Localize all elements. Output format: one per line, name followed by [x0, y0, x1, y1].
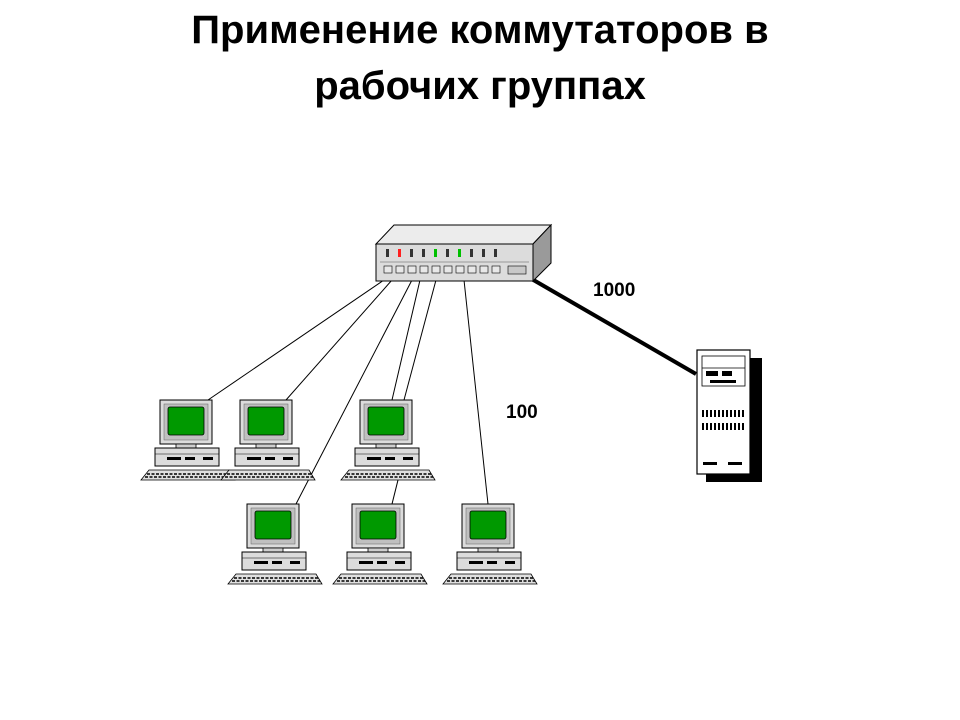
- server-vent: [714, 410, 716, 417]
- server-vent: [710, 410, 712, 417]
- switch-icon: [374, 223, 553, 283]
- switch-led: [386, 249, 389, 257]
- link-workstation-4: [391, 279, 421, 401]
- title-line-1: Применение коммутаторов в: [191, 8, 769, 52]
- workstation-icon: [220, 399, 316, 481]
- workstation-speed-label: 100: [506, 402, 538, 423]
- title-line-2: рабочих группах: [314, 64, 646, 108]
- server-vent: [702, 410, 704, 417]
- server-vent: [706, 410, 708, 417]
- link-workstation-5: [403, 279, 437, 401]
- switch-port: [491, 265, 501, 274]
- link-workstation-3: [295, 279, 413, 505]
- switch-led: [494, 249, 497, 257]
- switch-led: [422, 249, 425, 257]
- switch-port: [443, 265, 453, 274]
- link-workstation-1: [207, 279, 385, 401]
- server-vent: [722, 423, 724, 430]
- link-workstation-7: [463, 279, 489, 505]
- workstation-icon: [340, 399, 436, 481]
- server-vent: [714, 423, 716, 430]
- switch-led: [446, 249, 449, 257]
- server-vent: [726, 423, 728, 430]
- server-vents: [702, 410, 744, 430]
- server-vent: [742, 410, 744, 417]
- workstation-icon: [332, 503, 428, 585]
- page-title: Применение коммутаторов в рабочих группа…: [0, 2, 960, 114]
- workstation-icon: [140, 399, 236, 481]
- server-vent: [734, 410, 736, 417]
- switch-port: [479, 265, 489, 274]
- server-vent: [742, 423, 744, 430]
- switch-port: [455, 265, 465, 274]
- server-vent: [726, 410, 728, 417]
- switch-led: [434, 249, 437, 257]
- server-vent: [738, 410, 740, 417]
- server-vent: [734, 423, 736, 430]
- switch-led: [482, 249, 485, 257]
- switch-port: [419, 265, 429, 274]
- server-vent: [730, 423, 732, 430]
- server-vent: [738, 423, 740, 430]
- switch-leds: [386, 249, 497, 257]
- switch-port: [407, 265, 417, 274]
- uplink-speed-label: 1000: [593, 280, 635, 301]
- server-vent: [702, 423, 704, 430]
- workstation-icon: [227, 503, 323, 585]
- switch-led: [410, 249, 413, 257]
- server-vent: [718, 410, 720, 417]
- server-vent: [706, 423, 708, 430]
- switch-port: [395, 265, 405, 274]
- server-vent: [710, 423, 712, 430]
- server-uplink: [528, 276, 698, 376]
- link-workstation-2: [285, 279, 393, 401]
- switch-port: [431, 265, 441, 274]
- server-vent: [730, 410, 732, 417]
- switch-led: [458, 249, 461, 257]
- switch-led: [398, 249, 401, 257]
- switch-ports: [383, 265, 501, 274]
- switch-led: [470, 249, 473, 257]
- server-icon: [696, 349, 762, 482]
- switch-port: [467, 265, 477, 274]
- server-vent: [718, 423, 720, 430]
- server-vent: [722, 410, 724, 417]
- workstation-icon: [442, 503, 538, 585]
- switch-port: [383, 265, 393, 274]
